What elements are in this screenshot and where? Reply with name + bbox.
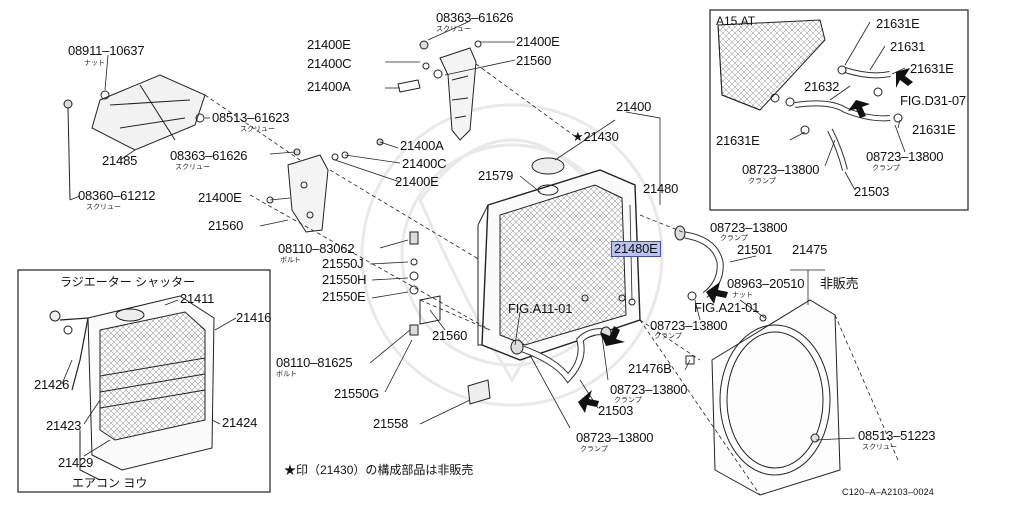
label-21411: 21411 [180,291,215,306]
side-bracket-21560 [266,138,384,233]
radiator-shutter-drawing [49,295,215,481]
upper-bracket-21560 [397,40,482,141]
label-08723-13800-e: 08723–13800 [866,149,944,164]
label-21400C-a: 21400C [307,56,352,71]
label-21550J: 21550J [322,256,364,271]
label-21416: 21416 [236,310,272,325]
sub-clamp-1: クランプ [720,235,748,242]
at-oil-cooler-drawing [717,19,903,171]
label-08110-83062: 08110–83062 [278,241,355,256]
sub-nut-1: ナット [84,60,105,67]
upper-hose-21501 [674,225,724,301]
label-21579: 21579 [478,168,514,183]
radiator-core-21400 [477,157,641,361]
sub-clamp-5: クランプ [872,165,900,172]
label-fig-a11[interactable]: FIG.A11-01 [508,301,573,316]
sub-bolt-2: ボルト [276,371,297,378]
label-21475: 21475 [792,242,828,257]
label-21550E: 21550E [322,289,366,304]
label-21400A-a: 21400A [307,79,351,94]
label-08363-61626-top: 08363–61626 [436,10,514,25]
label-21631E-c: 21631E [912,122,956,137]
label-21424: 21424 [222,415,258,430]
label-21480: 21480 [643,181,679,196]
label-21400: 21400 [616,99,652,114]
flow-arrows [578,68,913,413]
label-08723-13800-d: 08723–13800 [576,430,654,445]
label-21476B: 21476B [628,361,672,376]
footer-note: ★印（21430）の構成部品は非販売 [284,463,474,477]
label-08723-13800-a: 08723–13800 [710,220,788,235]
at-inset-frame [709,9,969,211]
label-08723-13800-c: 08723–13800 [610,382,688,397]
label-21558: 21558 [373,416,409,431]
label-21560-c: 21560 [432,328,468,343]
label-21632: 21632 [804,79,840,94]
label-08723-13800-f: 08723–13800 [742,162,820,177]
dashed-leaders [204,63,899,496]
label-non-sale: 非販売 [820,276,859,291]
shutter-leaders [61,299,237,457]
label-21400E-d: 21400E [198,190,242,205]
label-08723-13800-b: 08723–13800 [650,318,728,333]
label-21400C-b: 21400C [402,156,447,171]
drawing-code: C120–A–A2103–0024 [842,487,934,497]
leader-lines [69,21,856,441]
shutter-title: ラジエーター シャッター [60,275,196,289]
sub-clamp-4: クランプ [580,446,608,453]
label-21550H: 21550H [322,272,367,287]
label-21400E-b: 21400E [516,34,560,49]
label-08363-61626-mid: 08363–61626 [170,148,248,163]
label-21400E-a: 21400E [307,37,351,52]
at-leaders [789,21,906,191]
sub-clamp-3: クランプ [614,397,642,404]
label-21631E-b: 21631E [910,61,954,76]
label-21426: 21426 [34,377,70,392]
sub-screw-3: スクリュー [86,204,121,211]
label-21550G: 21550G [334,386,380,401]
shutter-inset-frame [17,269,271,493]
sub-screw-5: スクリュー [862,444,897,451]
label-08911-10637: 08911–10637 [68,43,145,58]
label-21430: ★21430 [572,129,619,144]
label-21503-a: 21503 [598,403,634,418]
label-21560-b: 21560 [208,218,244,233]
label-08513-61623: 08513–61623 [212,110,290,125]
label-21501: 21501 [737,242,773,257]
label-08360-61212: 08360–61212 [78,188,156,203]
sub-clamp-2: クランプ [654,333,682,340]
label-08513-51223: 08513–51223 [858,428,936,443]
sub-nut-2: ナット [732,292,753,299]
label-21631E-a: 21631E [876,16,920,31]
label-fig-a21[interactable]: FIG.A21-01 [694,300,760,315]
label-21400A-b: 21400A [400,138,444,153]
label-21423: 21423 [46,418,82,433]
label-fig-d31[interactable]: FIG.D31-07 [900,93,966,108]
sub-screw-1: スクリュー [436,26,471,33]
label-21631: 21631 [890,39,926,54]
inset-title: A15.AT [716,14,756,28]
sub-screw-4: スクリュー [175,164,210,171]
label-21400E-c: 21400E [395,174,439,189]
label-21485: 21485 [102,153,138,168]
label-08963-20510: 08963–20510 [727,276,805,291]
aircon-title: エアコン ヨウ [72,476,148,490]
label-21560-a: 21560 [516,53,552,68]
label-21480E-highlighted[interactable]: 21480E [611,241,661,257]
label-21503-b: 21503 [854,184,890,199]
sub-bolt-1: ボルト [280,257,301,264]
label-21429: 21429 [58,455,94,470]
fan-shroud-21475 [685,299,841,496]
sub-clamp-6: クランプ [748,178,776,185]
sub-screw-2: スクリュー [240,126,275,133]
shroud-bracket-21485 [63,74,206,201]
label-08110-81625: 08110–81625 [276,355,353,370]
drain-cock-parts [409,231,626,405]
label-21631E-d: 21631E [716,133,760,148]
